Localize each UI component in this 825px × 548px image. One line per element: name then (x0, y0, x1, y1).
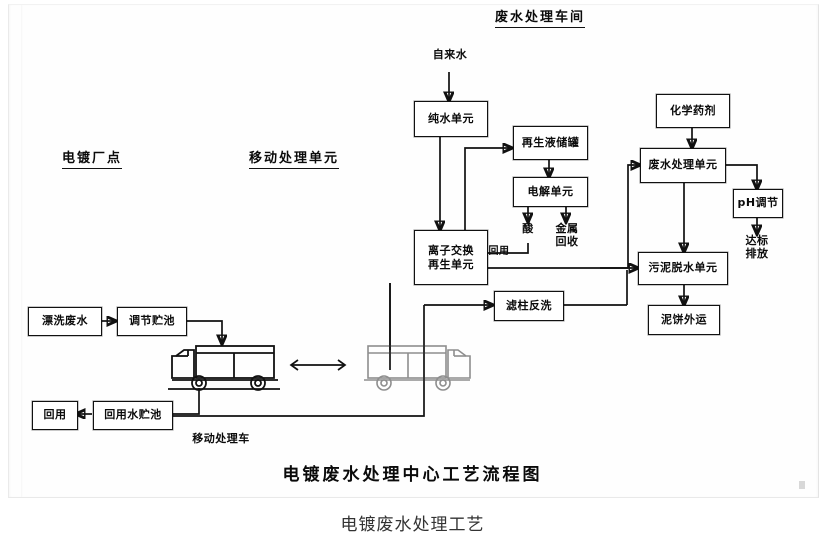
node-reuse[interactable]: 回用 (32, 401, 78, 430)
node-chemicals[interactable]: 化学药剂 (656, 94, 730, 128)
node-pure-water-unit[interactable]: 纯水单元 (414, 101, 488, 137)
node-reuse-water-tank[interactable]: 回用水贮池 (93, 401, 173, 430)
node-filter-backwash[interactable]: 滤柱反洗 (494, 291, 564, 321)
section-heading-plating-site: 电镀厂点 (62, 147, 123, 169)
figure-title: 电镀废水处理中心工艺流程图 (282, 465, 543, 485)
node-mobile-treatment-truck: 移动处理车 (192, 432, 250, 445)
node-ph-adjust[interactable]: pH调节 (733, 189, 783, 218)
node-tap-water: 自来水 (432, 48, 468, 61)
node-electrolysis-unit[interactable]: 电解单元 (513, 177, 588, 207)
truck-left (168, 340, 286, 397)
scan-smudge (799, 481, 805, 489)
figure-caption: 电镀废水处理工艺 (340, 515, 485, 535)
node-sludge-dewatering-unit[interactable]: 污泥脱水单元 (638, 252, 728, 285)
edge-label-reuse-back: 回用 (488, 246, 510, 257)
node-mud-cake-transport[interactable]: 泥饼外运 (648, 305, 720, 335)
section-heading-workshop: 废水处理车间 (495, 6, 586, 28)
node-ion-exchange-regeneration-unit[interactable]: 离子交换 再生单元 (414, 230, 488, 285)
node-rinse-wastewater[interactable]: 漂洗废水 (28, 307, 102, 336)
truck-right (356, 340, 474, 397)
node-acid: 酸 (522, 222, 534, 235)
node-regen-tank[interactable]: 再生液储罐 (513, 126, 588, 160)
node-metal-recovery: 金属 回收 (555, 222, 579, 249)
section-heading-mobile-unit: 移动处理单元 (249, 147, 340, 169)
node-wastewater-treatment-unit[interactable]: 废水处理单元 (640, 148, 726, 183)
node-standard-discharge: 达标 排放 (745, 234, 769, 261)
node-equalization-tank[interactable]: 调节贮池 (117, 307, 187, 336)
